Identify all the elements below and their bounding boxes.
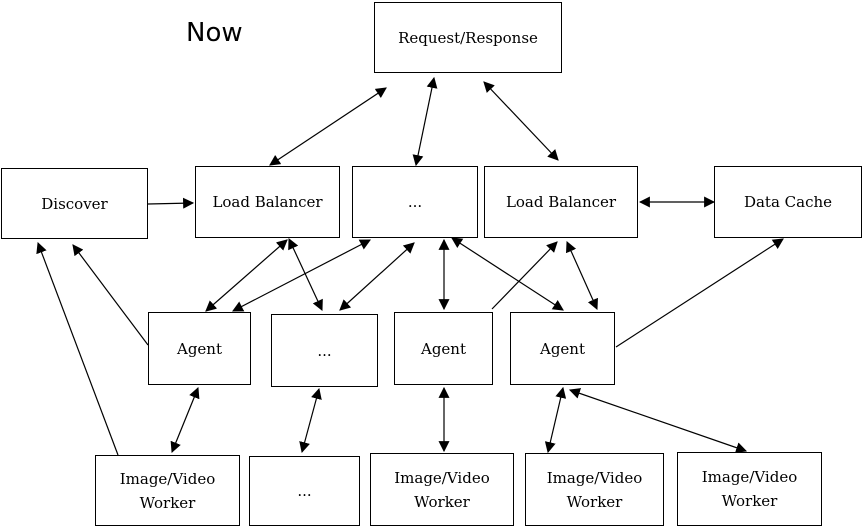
edge-agent2-lb2	[491, 241, 558, 310]
edge-agent1-ellipsistop	[232, 239, 371, 312]
edge-lb2-agent3	[566, 240, 598, 311]
load-balancer-node-2: Load Balancer	[484, 166, 638, 238]
edge-agent3-worker4	[568, 388, 748, 453]
discover-node: Discover	[1, 168, 148, 239]
edge-ellipsismid-ellipsistop	[339, 242, 415, 311]
agent-node-2: Agent	[394, 312, 493, 385]
edge-agent1-discover	[72, 244, 149, 346]
worker-node-1: Image/Video Worker	[95, 455, 240, 526]
worker-node-2: Image/Video Worker	[370, 453, 514, 526]
ellipsis-node-top: ...	[352, 166, 478, 238]
edge-agent1-lb1	[205, 239, 288, 312]
edge-worker1-agent1	[170, 386, 200, 454]
ellipsis-node-mid: ...	[271, 314, 378, 387]
request-response-node: Request/Response	[374, 2, 562, 73]
worker-node-4: Image/Video Worker	[677, 452, 822, 526]
agent-node-1: Agent	[148, 312, 251, 385]
edge-lb1-request	[269, 87, 387, 166]
ellipsis-node-bottom: ...	[249, 456, 360, 526]
edge-worker1-discover	[36, 241, 119, 456]
edge-discover-lb1	[147, 197, 195, 209]
edge-ellipsisbottom-ellipsismid	[299, 387, 322, 454]
data-cache-node: Data Cache	[714, 166, 862, 238]
edge-ellipsis-request	[412, 76, 438, 167]
diagram-title: Now	[186, 18, 243, 48]
agent-node-3: Agent	[510, 312, 615, 385]
edge-worker3-agent3	[544, 386, 567, 454]
edge-request-lb2	[483, 81, 559, 161]
edge-lb1-ellipsismid	[288, 238, 323, 311]
edge-ellipsistop-agent3	[451, 237, 564, 311]
edge-agent3-datacache	[615, 238, 784, 348]
load-balancer-node-1: Load Balancer	[195, 166, 340, 238]
worker-node-3: Image/Video Worker	[525, 453, 664, 526]
